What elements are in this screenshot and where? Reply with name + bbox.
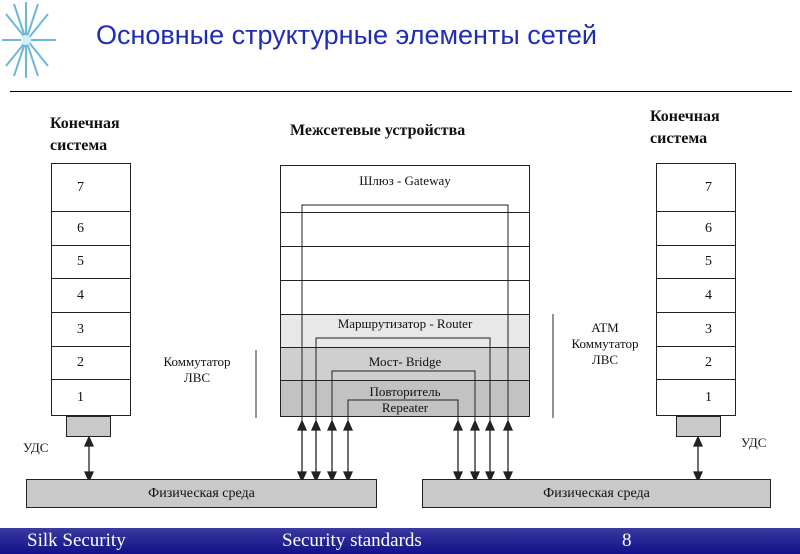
layer-number: 2: [705, 355, 712, 370]
right-layer-3: 3: [656, 312, 736, 347]
atm-line1: ATM: [591, 320, 619, 335]
layer-number: 7: [705, 179, 712, 195]
left-system-label: Конечная система: [50, 115, 120, 154]
gateway-label: Шлюз - Gateway: [359, 173, 451, 188]
slide-title: Основные структурные элементы сетей: [96, 20, 598, 50]
right-layer-7: 7: [656, 163, 736, 212]
mid-layer-6: [280, 212, 530, 247]
left-layer-4: 4: [51, 278, 131, 313]
udc-right-label: УДС: [741, 435, 767, 450]
repeater-label-line2: Repeater: [381, 400, 429, 415]
title-divider: [10, 91, 792, 92]
right-layer-1: 1: [656, 379, 736, 416]
page-number: 8: [622, 530, 632, 551]
left-layer-stack: 7 6 5 4 3 2 1: [51, 163, 131, 416]
bridge-label: Мост- Bridge: [368, 354, 442, 369]
middle-devices-label: Межсетевые устройства: [290, 122, 466, 139]
footer-left-text: Silk Security: [27, 530, 126, 551]
physical-medium-right: Физическая среда: [422, 479, 771, 508]
layer-number: 1: [77, 389, 84, 405]
layer-number: 6: [705, 220, 712, 236]
footer-bar: [0, 528, 800, 554]
left-udc-connector: [66, 416, 111, 437]
right-system-label: Конечная система: [650, 108, 720, 147]
lan-switch-label: Коммутатор ЛВС: [152, 354, 242, 386]
atm-line3: ЛВС: [591, 352, 619, 367]
layer-number: 3: [705, 321, 712, 337]
udc-left-label: УДС: [23, 440, 49, 455]
right-layer-stack: 7 6 5 4 3 2 1: [656, 163, 736, 416]
lan-switch-line1: Коммутатор: [163, 354, 231, 369]
router-label: Маршрутизатор - Router: [337, 316, 473, 331]
mid-layer-2: [280, 347, 530, 381]
layer-number: 5: [705, 254, 712, 269]
right-layer-6: 6: [656, 211, 736, 246]
footer-center-text: Security standards: [282, 530, 422, 551]
layer-number: 3: [77, 321, 84, 337]
layer-number: 6: [77, 220, 84, 236]
layer-number: 7: [77, 179, 84, 195]
atm-switch-label: ATM Коммутатор ЛВС: [560, 320, 650, 368]
atm-line2: Коммутатор: [571, 336, 639, 351]
medium-left-text: Физическая среда: [148, 486, 255, 501]
left-layer-1: 1: [51, 379, 131, 416]
physical-medium-left: Физическая среда: [26, 479, 377, 508]
lan-switch-line2: ЛВС: [183, 370, 211, 385]
layer-number: 4: [77, 287, 84, 303]
right-udc-connector: [676, 416, 721, 437]
medium-right-text: Физическая среда: [543, 486, 650, 501]
right-layer-2: 2: [656, 346, 736, 380]
layer-number: 1: [705, 389, 712, 405]
mid-layer-1: [280, 380, 530, 417]
layer-number: 4: [705, 287, 712, 303]
repeater-label-line1: Повторитель: [369, 384, 441, 399]
layer-number: 5: [77, 254, 84, 269]
layer-number: 2: [77, 355, 84, 370]
left-layer-3: 3: [51, 312, 131, 347]
starburst-logo-icon: [2, 2, 56, 78]
left-layer-6: 6: [51, 211, 131, 246]
right-layer-4: 4: [656, 278, 736, 313]
left-layer-2: 2: [51, 346, 131, 380]
